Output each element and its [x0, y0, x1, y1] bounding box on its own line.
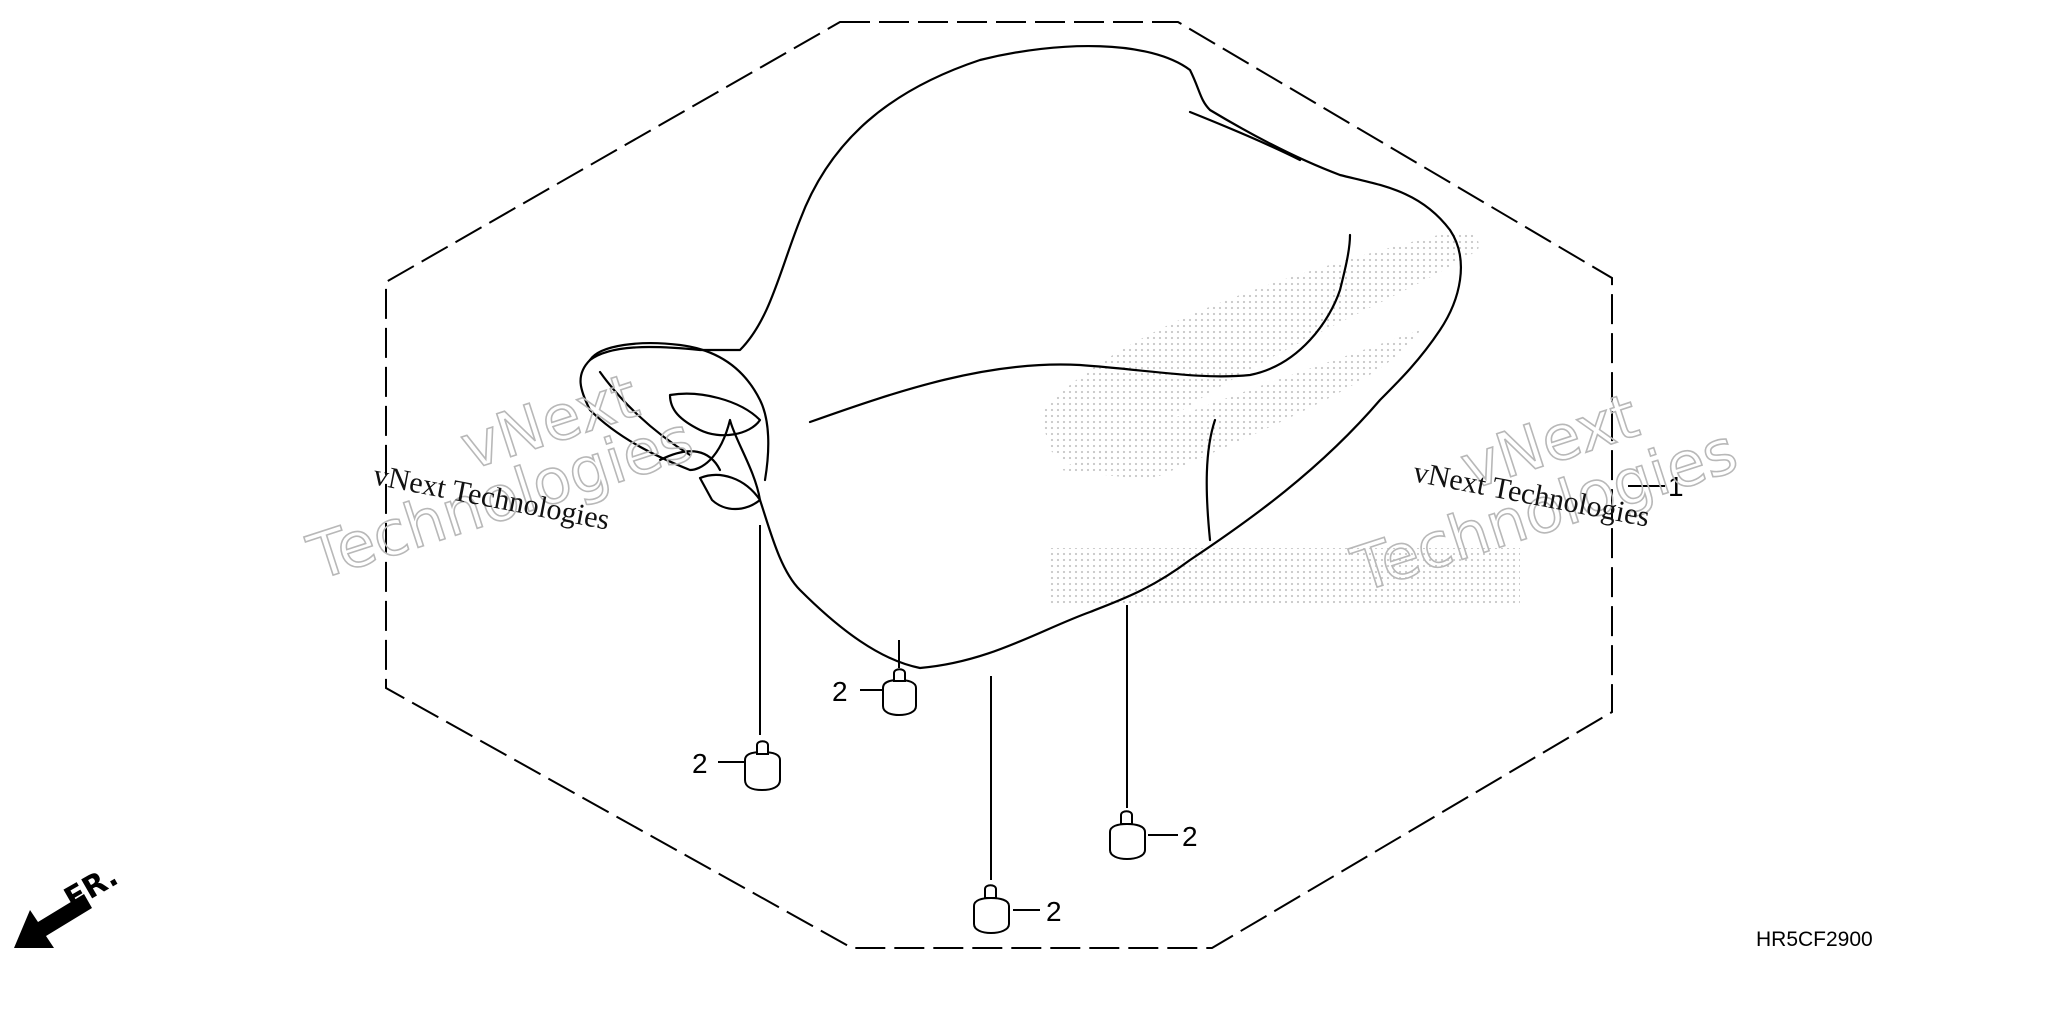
- brand-logo-watermark: [1040, 230, 1520, 604]
- watermark-right: vNext Technologies vNext Technologies: [1342, 378, 1746, 607]
- callout-seat-assy: 1: [1668, 471, 1684, 502]
- seat-rubber: [744, 740, 781, 792]
- callout-rubber: 2: [1182, 821, 1198, 852]
- figure-code: HR5CF2900: [1756, 928, 1873, 951]
- seat-rubber: [882, 668, 917, 717]
- seat-assembly: [579, 44, 1462, 670]
- watermark-left: vNext Technologies vNext Technologies: [298, 358, 702, 595]
- callout-rubber: 2: [832, 676, 848, 707]
- seat-rubber: [1109, 810, 1146, 861]
- callout-rubber: 2: [1046, 896, 1062, 927]
- assembly-boundary: [385, 21, 1613, 949]
- front-direction-arrow-icon: FR.: [14, 859, 124, 948]
- leader-lines: [718, 485, 1665, 911]
- callout-rubber: 2: [692, 748, 708, 779]
- seat-rubber: [973, 884, 1010, 935]
